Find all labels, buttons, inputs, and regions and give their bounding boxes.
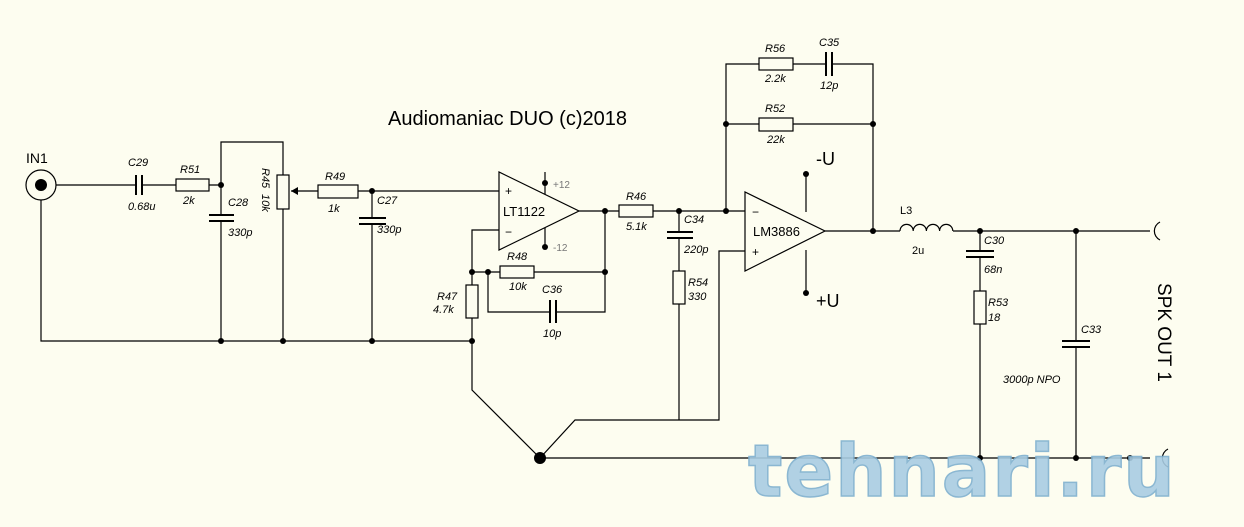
components-r47-value-label: 4.7k — [433, 304, 454, 316]
resistor-r47: R47 4.7k — [433, 284, 479, 319]
components-r45-ref-label: R45 — [259, 168, 271, 189]
components-r47-ref-label: R47 — [437, 291, 458, 303]
components-r52-value-label: 22k — [766, 134, 785, 146]
components-c35-ref-label: C35 — [819, 37, 840, 49]
components-r53-value-label: 18 — [988, 312, 1001, 324]
capacitor-c34: C34 220p — [667, 214, 708, 256]
components-u2-plus-label: + — [752, 245, 759, 259]
junction-dots — [218, 121, 1133, 464]
capacitor-c30: C30 68n — [966, 235, 1005, 276]
components-r49-ref-label: R49 — [325, 171, 345, 183]
components-r53-ref-label: R53 — [988, 297, 1009, 309]
components-c27-value-label: 330p — [377, 224, 401, 236]
components-u2-vplus-label: +U — [816, 291, 840, 311]
resistor-r46: R46 5.1k — [618, 191, 654, 233]
components-c33-value-label: 3000p NPO — [1003, 374, 1061, 386]
resistor-r49: R49 1k — [317, 171, 359, 215]
resistor-r56: R56 2.2k — [758, 43, 794, 85]
components-r52-ref-label: R52 — [765, 103, 785, 115]
components-c30-ref-label: C30 — [984, 235, 1005, 247]
components-u1-vminus-label: -12 — [553, 243, 568, 254]
components-u2-minus-label: − — [752, 205, 759, 219]
components-r46-ref-label: R46 — [626, 191, 647, 203]
components-r51-value-label: 2k — [182, 195, 195, 207]
components-c29-value-label: 0.68u — [128, 201, 156, 213]
potentiometer-r45: R45 10k — [259, 168, 298, 212]
capacitor-c29: C29 0.68u — [128, 157, 156, 213]
power-amp-lm3886: − + LM3886 -U +U — [744, 149, 840, 311]
components-c33-ref-label: C33 — [1081, 324, 1102, 336]
components-c30-value-label: 68n — [984, 264, 1002, 276]
opamp-lt1122: + − LT1122 +12 -12 — [498, 171, 581, 254]
resistor-r53: R53 18 — [973, 290, 1009, 325]
components-l3-value-label: 2u — [912, 245, 924, 257]
components-u1-ref-label: LT1122 — [503, 204, 545, 219]
components-c35-value-label: 12p — [820, 80, 838, 92]
capacitor-c35: C35 12p — [819, 37, 840, 92]
components-c28-ref-label: C28 — [228, 197, 249, 209]
capacitor-c33: C33 3000p NPO — [1003, 324, 1102, 386]
components-r54-value-label: 330 — [688, 291, 707, 303]
components-c36-value-label: 10p — [543, 328, 561, 340]
components-u2-ref-label: LM3886 — [753, 224, 800, 239]
components-r51-ref-label: R51 — [180, 164, 200, 176]
in1-label: IN1 — [26, 150, 48, 166]
components-r54-ref-label: R54 — [688, 277, 708, 289]
capacitor-c28: C28 330p — [209, 197, 252, 239]
components-r48-ref-label: R48 — [507, 251, 528, 263]
components-u1-plus-label: + — [505, 184, 512, 198]
input-jack-in1: IN1 — [25, 150, 57, 201]
components-u1-vplus-label: +12 — [553, 180, 570, 191]
components-l3-ref-label: L3 — [900, 205, 912, 217]
resistor-r54: R54 330 — [672, 270, 708, 305]
capacitor-c27: C27 330p — [359, 195, 401, 236]
watermark-logo: tehnari.ru — [748, 429, 1177, 513]
components-c29-ref-label: C29 — [128, 157, 148, 169]
components-c34-ref-label: C34 — [684, 214, 704, 226]
components-c28-value-label: 330p — [228, 227, 252, 239]
components-c34-value-label: 220p — [683, 244, 708, 256]
spk-out-label: SPK OUT 1 — [1153, 283, 1174, 382]
components-u1-minus-label: − — [505, 225, 512, 239]
components-r45-value-label: 10k — [259, 194, 271, 212]
components-r56-ref-label: R56 — [765, 43, 786, 55]
components-r48-value-label: 10k — [509, 281, 527, 293]
components-c27-ref-label: C27 — [377, 195, 398, 207]
resistor-r52: R52 22k — [758, 103, 794, 146]
components-u2-vminus-label: -U — [816, 149, 835, 169]
components-r56-value-label: 2.2k — [764, 73, 786, 85]
components-c36-ref-label: C36 — [542, 284, 563, 296]
inductor-l3: L3 2u — [899, 205, 954, 257]
capacitor-c36: C36 10p — [542, 284, 563, 340]
components-r49-value-label: 1k — [328, 203, 340, 215]
components-r46-value-label: 5.1k — [626, 221, 647, 233]
resistor-r51: R51 2k — [175, 164, 210, 207]
resistor-r48: R48 10k — [499, 251, 535, 293]
speaker-output-jack: SPK OUT 1 — [1153, 221, 1174, 468]
schematic-title: Audiomaniac DUO (c)2018 — [388, 108, 627, 130]
